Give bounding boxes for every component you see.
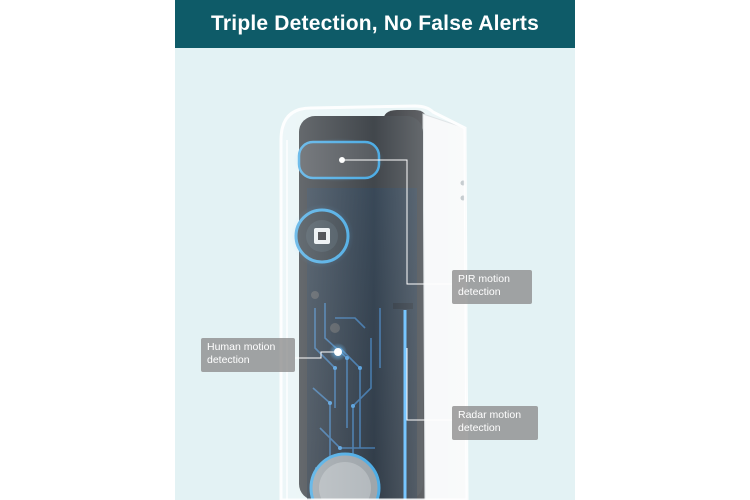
header-banner: Triple Detection, No False Alerts bbox=[175, 0, 575, 48]
callout-line: detection bbox=[207, 354, 250, 366]
page-title: Triple Detection, No False Alerts bbox=[211, 12, 539, 35]
human-motion-callout: Human motion detection bbox=[201, 338, 295, 372]
product-illustration-area: PIR motion detection Human motion detect… bbox=[175, 48, 575, 500]
radar-motion-callout: Radar motion detection bbox=[452, 406, 538, 440]
callout-line: Radar motion bbox=[458, 409, 522, 421]
doorbell-xray-illustration bbox=[279, 104, 469, 500]
callout-line: Human motion bbox=[207, 341, 276, 353]
callout-line: detection bbox=[458, 286, 501, 298]
callout-line: PIR motion bbox=[458, 273, 510, 285]
pir-motion-callout: PIR motion detection bbox=[452, 270, 532, 304]
callout-leader-lines bbox=[295, 159, 452, 421]
product-panel: Triple Detection, No False Alerts bbox=[175, 0, 575, 500]
transparent-shell bbox=[279, 104, 469, 500]
callout-line: detection bbox=[458, 422, 501, 434]
